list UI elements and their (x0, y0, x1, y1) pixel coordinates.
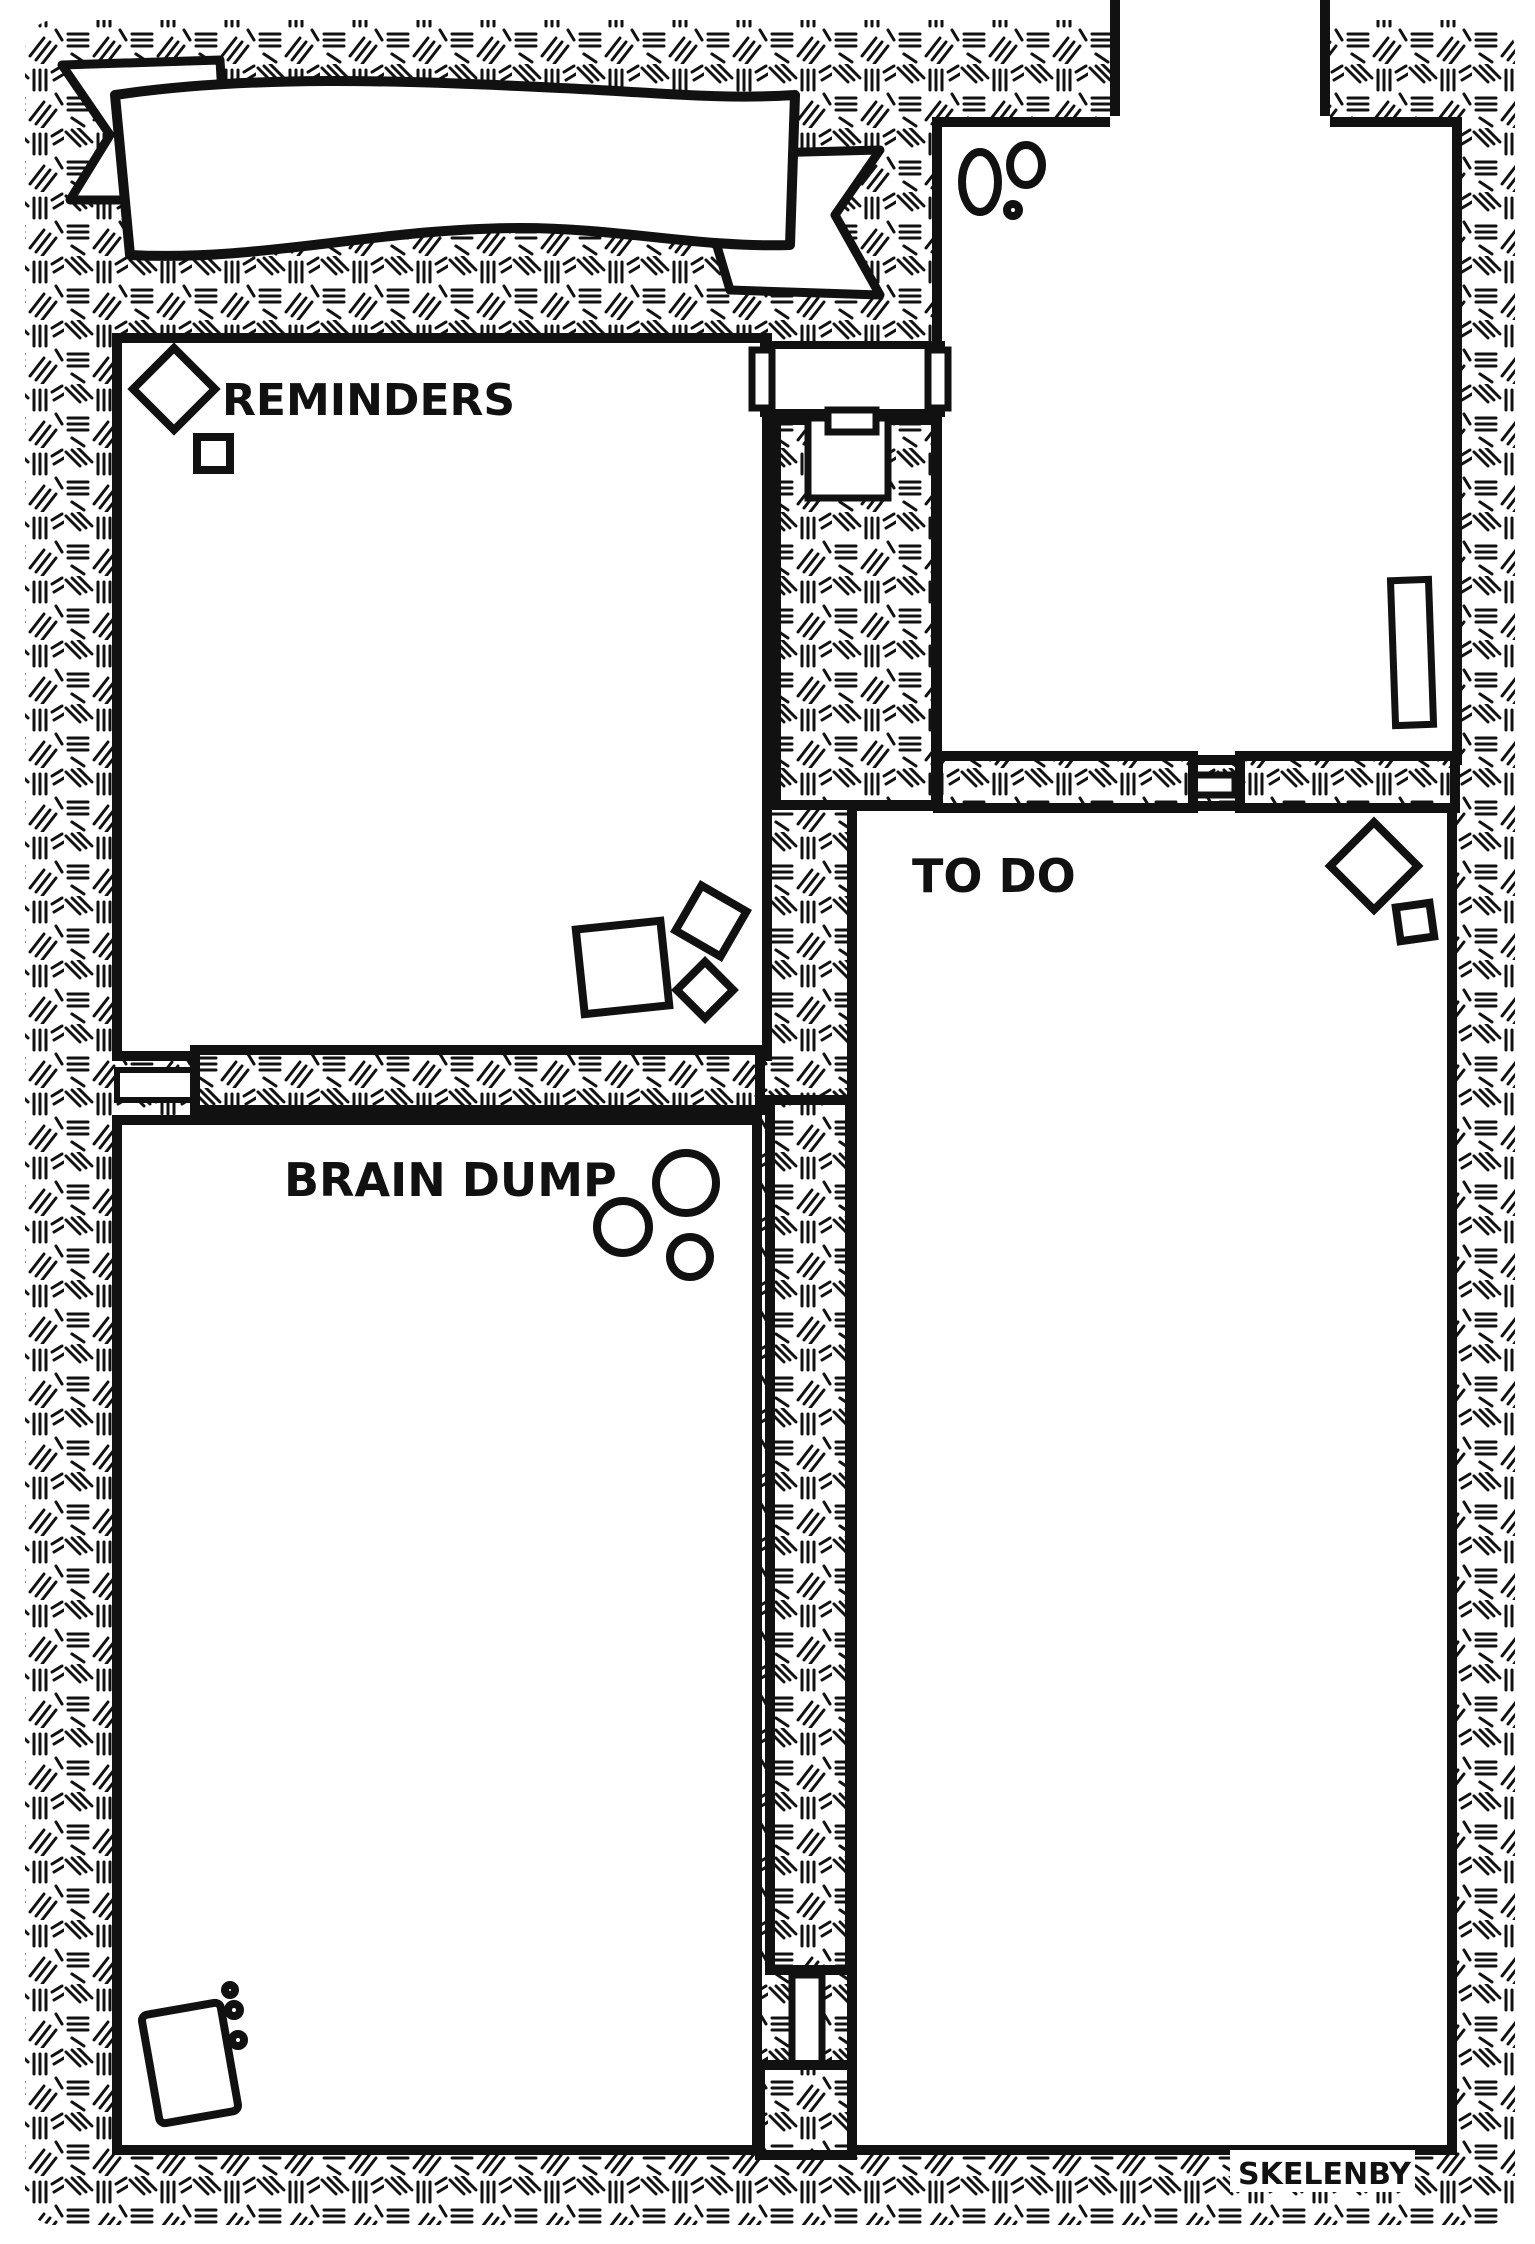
top-corridor (1115, 0, 1325, 122)
signature: SKELENBY (1238, 2157, 1412, 2192)
rubble-diamond-icon (127, 342, 234, 474)
banner-scroll-icon (57, 55, 885, 300)
brain-dump-room (112, 1115, 762, 2155)
mug-icon (138, 1981, 248, 2128)
upper-passage (760, 345, 945, 413)
rubble-square-icon (571, 816, 1439, 1024)
brain-dump-label: BRAIN DUMP (284, 1153, 617, 1207)
rubble-circle-icon (593, 141, 1046, 1281)
to-do-label: TO DO (912, 849, 1076, 903)
to-do-room (847, 801, 1457, 2155)
upper-right-room (932, 117, 1462, 765)
reminders-label: REMINDERS (222, 375, 515, 426)
pillar-icon (190, 415, 1460, 2160)
